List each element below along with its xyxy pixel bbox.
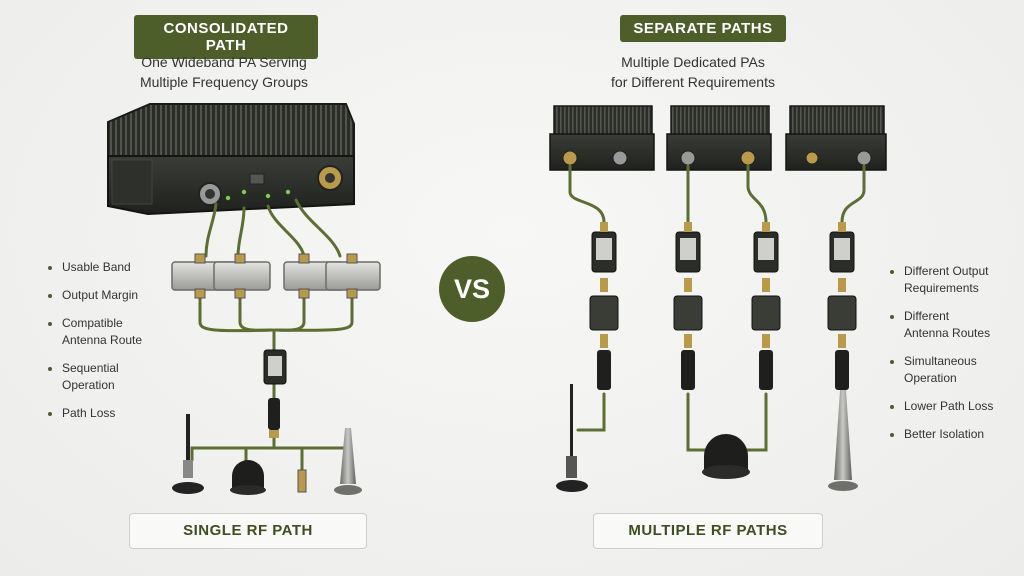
left-filter-modules bbox=[171, 253, 381, 299]
left-subtitle-line2: Multiple Frequency Groups bbox=[139, 74, 309, 90]
left-subtitle: One Wideband PA Serving Multiple Frequen… bbox=[104, 52, 344, 92]
right-whip-antenna bbox=[556, 384, 588, 492]
right-dome-antenna bbox=[702, 434, 750, 479]
multiple-rf-paths-label: MULTIPLE RF PATHS bbox=[593, 513, 823, 549]
right-subtitle: Multiple Dedicated PAs for Different Req… bbox=[583, 52, 803, 92]
left-coupler bbox=[263, 349, 287, 438]
vs-circle: VS bbox=[439, 256, 505, 322]
left-bullet-item: Output Margin bbox=[48, 287, 188, 304]
left-dome-antenna bbox=[230, 460, 266, 495]
right-cables bbox=[568, 164, 866, 452]
right-bullet-item: Better Isolation bbox=[890, 426, 1020, 443]
right-signal-chains bbox=[589, 222, 857, 390]
dedicated-pa-chassis bbox=[549, 105, 887, 171]
left-whip-antenna bbox=[172, 414, 204, 494]
right-bullet-item: Lower Path Loss bbox=[890, 398, 1020, 415]
left-connector-adapter bbox=[297, 469, 307, 493]
single-rf-path-label: SINGLE RF PATH bbox=[129, 513, 367, 549]
left-subtitle-line1: One Wideband PA Serving bbox=[141, 54, 307, 70]
consolidated-path-badge: CONSOLIDATED PATH bbox=[134, 15, 318, 59]
left-bullet-item: Path Loss bbox=[48, 405, 188, 422]
left-bullet-item: Usable Band bbox=[48, 259, 188, 276]
vs-label: VS bbox=[453, 273, 491, 304]
wideband-pa-chassis bbox=[107, 103, 355, 216]
right-subtitle-line2: for Different Requirements bbox=[611, 74, 775, 90]
right-cone-antenna bbox=[828, 390, 858, 491]
separate-paths-badge: SEPARATE PATHS bbox=[620, 15, 786, 42]
left-cables bbox=[190, 198, 354, 472]
right-subtitle-line1: Multiple Dedicated PAs bbox=[621, 54, 765, 70]
left-cone-antenna bbox=[334, 428, 362, 495]
